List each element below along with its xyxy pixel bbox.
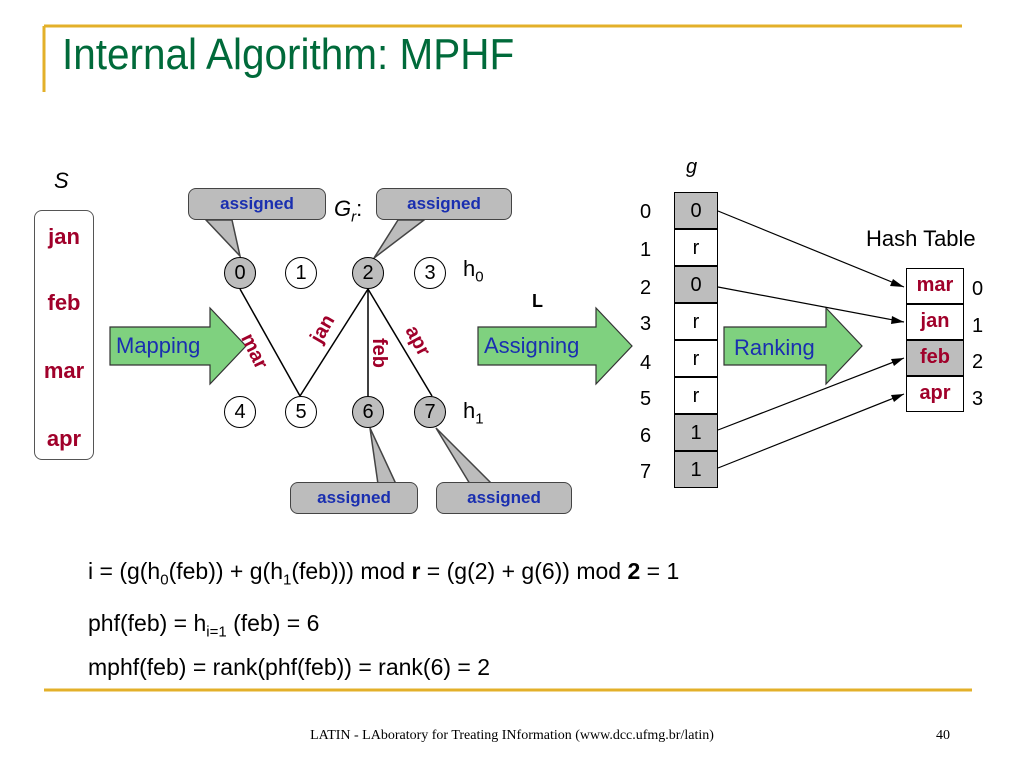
hash-table-label: Hash Table	[866, 226, 976, 251]
g-index-6: 6	[640, 425, 652, 447]
assigned-callout-2: assigned	[376, 188, 512, 220]
set-item-apr: apr	[46, 426, 82, 451]
g-index-0: 0	[640, 201, 652, 223]
mapping-label: Mapping	[116, 333, 201, 358]
callout-tail-6	[369, 427, 398, 485]
edge-label-feb: feb	[368, 338, 390, 368]
set-box	[34, 210, 94, 460]
node-4: 4	[224, 396, 256, 428]
node-2: 2	[352, 257, 384, 289]
hash-cell-0: mar	[906, 268, 964, 304]
assigned-callout-0: assigned	[188, 188, 326, 220]
edge-mar	[239, 288, 301, 397]
ranking-label: Ranking	[734, 335, 815, 360]
g-index-2: 2	[640, 277, 652, 299]
callout-tail-0	[204, 219, 242, 259]
formula-line-1: i = (g(h0(feb)) + g(h1(feb))) mod r = (g…	[88, 558, 680, 589]
hash-index-2: 2	[972, 351, 984, 373]
g-cell-5: r	[674, 377, 718, 414]
hash-index-1: 1	[972, 315, 984, 337]
g-cell-7: 1	[674, 451, 718, 488]
node-7: 7	[414, 396, 446, 428]
callout-tail-7	[435, 427, 494, 485]
g-cell-2: 0	[674, 266, 718, 303]
h0-label: h0	[463, 256, 484, 286]
formula-line-2: phf(feb) = hi=1 (feb) = 6	[88, 610, 320, 641]
set-item-mar: mar	[43, 358, 85, 383]
page-number: 40	[936, 728, 950, 743]
callout-tail-2	[373, 219, 427, 259]
hash-index-0: 0	[972, 278, 984, 300]
graph-label: Gr:	[334, 196, 363, 226]
g-cell-0: 0	[674, 192, 718, 229]
g-cell-1: r	[674, 229, 718, 266]
g-index-5: 5	[640, 388, 652, 410]
g-index-3: 3	[640, 313, 652, 335]
node-3: 3	[414, 257, 446, 289]
mapping-arrow	[109, 306, 247, 386]
g-index-4: 4	[640, 352, 652, 374]
hash-cell-3: apr	[906, 376, 964, 412]
g-cell-3: r	[674, 303, 718, 340]
footer-text: LATIN - LAboratory for Treating INformat…	[310, 728, 714, 743]
assigned-callout-7: assigned	[436, 482, 572, 514]
slide-title: Internal Algorithm: MPHF	[62, 30, 515, 79]
assigning-arrow	[477, 306, 633, 386]
assigning-label: Assigning	[484, 333, 580, 358]
set-label: S	[54, 168, 69, 193]
g-index-7: 7	[640, 461, 652, 483]
set-item-jan: jan	[48, 224, 80, 249]
g-index-1: 1	[640, 239, 652, 261]
g-array-label: g	[686, 156, 698, 178]
h1-label: h1	[463, 398, 484, 428]
ranking-arrow	[723, 306, 863, 386]
node-1: 1	[285, 257, 317, 289]
hash-index-3: 3	[972, 388, 984, 410]
node-0: 0	[224, 257, 256, 289]
g-cell-6: 1	[674, 414, 718, 451]
g-cell-4: r	[674, 340, 718, 377]
node-5: 5	[285, 396, 317, 428]
edge-jan	[299, 288, 369, 397]
L-label: L	[532, 291, 543, 311]
edge-apr	[367, 288, 433, 397]
hash-cell-1: jan	[906, 304, 964, 340]
set-item-feb: feb	[47, 290, 81, 315]
hash-cell-2: feb	[906, 340, 964, 376]
assigned-callout-6: assigned	[290, 482, 418, 514]
formula-line-3: mphf(feb) = rank(phf(feb)) = rank(6) = 2	[88, 654, 491, 680]
node-6: 6	[352, 396, 384, 428]
